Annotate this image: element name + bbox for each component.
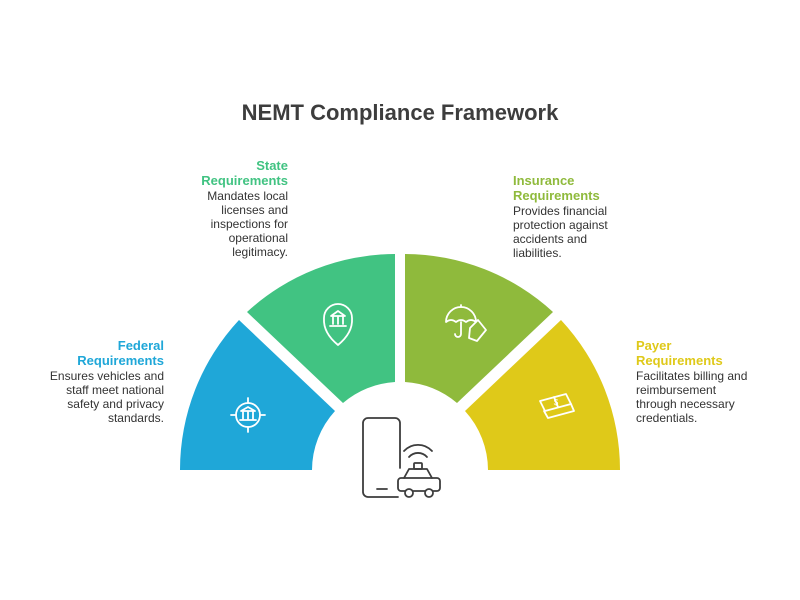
payer-title-line1: Payer: [636, 338, 672, 353]
payer-desc-line: Facilitates billing and: [636, 369, 748, 383]
state-desc-line: legitimacy.: [232, 245, 288, 259]
payer-segment: [465, 320, 620, 470]
federal-title-line2: Requirements: [77, 353, 164, 368]
federal-title-line1: Federal: [117, 338, 164, 353]
insurance-title-line1: Insurance: [513, 173, 575, 188]
smartphone-with-taxi-icon: [362, 417, 441, 498]
insurance-desc-line: Provides financial: [513, 204, 608, 218]
insurance-requirements-block: Insurance Requirements Provides financia…: [513, 173, 608, 260]
insurance-segment: [405, 254, 553, 403]
federal-segment: [179, 320, 335, 470]
state-title-line1: State: [256, 158, 288, 173]
federal-desc-line: safety and privacy: [67, 397, 164, 411]
payer-desc-line: credentials.: [636, 411, 698, 425]
insurance-title-line2: Requirements: [513, 188, 600, 203]
state-title-line2: Requirements: [201, 173, 288, 188]
federal-desc-line: staff meet national: [66, 383, 164, 397]
state-desc-line: inspections for: [210, 217, 288, 231]
insurance-desc-line: liabilities.: [513, 246, 562, 260]
svg-text:$: $: [554, 398, 559, 407]
insurance-desc-line: protection against: [513, 218, 608, 232]
state-desc-line: operational: [228, 231, 288, 245]
government-location-pin-icon: [323, 303, 353, 346]
federal-requirements-block: Federal Requirements Ensures vehicles an…: [50, 338, 164, 425]
diagram-title: NEMT Compliance Framework: [241, 100, 559, 125]
state-requirements-block: State Requirements Mandates local licens…: [201, 158, 288, 259]
payment-card-icon: $: [539, 393, 575, 419]
federal-desc-line: Ensures vehicles and: [49, 369, 164, 383]
federal-desc-line: standards.: [107, 411, 164, 425]
payer-desc-line: reimbursement: [636, 383, 717, 397]
payer-desc-line: through necessary: [636, 397, 735, 411]
umbrella-hand-icon: [445, 304, 487, 342]
government-building-target-icon: [230, 397, 266, 433]
payer-requirements-block: Payer Requirements Facilitates billing a…: [636, 338, 747, 425]
state-desc-line: Mandates local: [207, 189, 288, 203]
state-desc-line: licenses and: [221, 203, 288, 217]
payer-title-line2: Requirements: [636, 353, 723, 368]
insurance-desc-line: accidents and: [513, 232, 588, 246]
state-segment: [247, 254, 395, 403]
